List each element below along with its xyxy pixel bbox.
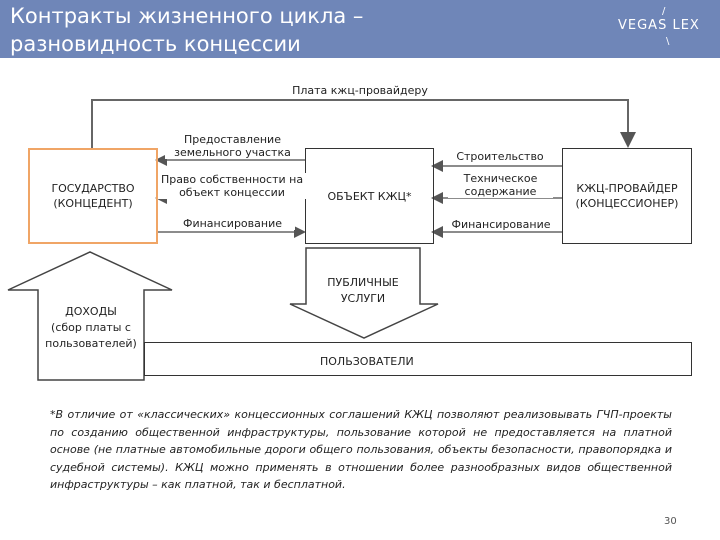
financing-left-label: Финансирование: [170, 217, 295, 230]
users-label: ПОЛЬЗОВАТЕЛИ: [320, 355, 414, 368]
slide-title: Контракты жизненного цикла – разновиднос…: [10, 4, 364, 56]
logo-mark-top: /: [662, 6, 667, 17]
logo-mark-bottom: \: [666, 36, 671, 47]
construction-label: Строительство: [456, 150, 544, 163]
logo-text: VEGAS LEX: [618, 18, 700, 33]
financing-right-label: Финансирование: [446, 218, 556, 231]
income-label: ДОХОДЫ (сбор платы с пользователей): [45, 305, 137, 350]
maintenance-label: Техническое содержание: [448, 172, 553, 198]
page-number: 30: [664, 516, 677, 527]
state-box: ГОСУДАРСТВО (КОНЦЕДЕНТ): [28, 148, 158, 244]
provider-box: КЖЦ-ПРОВАЙДЕР (КОНЦЕССИОНЕР): [562, 148, 692, 244]
payment-arrow: [91, 99, 636, 148]
footnote: *В отличие от «классических» концессионн…: [50, 408, 672, 491]
ownership-label: Право собственности на объект концессии: [158, 173, 306, 199]
users-box: ПОЛЬЗОВАТЕЛИ: [144, 342, 692, 376]
land-label: Предоставление земельного участка: [165, 133, 300, 159]
public-services-label: ПУБЛИЧНЫЕ УСЛУГИ: [327, 276, 399, 305]
public-services-down-arrow: [289, 247, 439, 339]
header-bar: Контракты жизненного цикла – разновиднос…: [0, 0, 720, 58]
payment-label: Плата кжц-провайдеру: [292, 84, 428, 97]
object-box: ОБЪЕКТ КЖЦ*: [305, 148, 434, 244]
